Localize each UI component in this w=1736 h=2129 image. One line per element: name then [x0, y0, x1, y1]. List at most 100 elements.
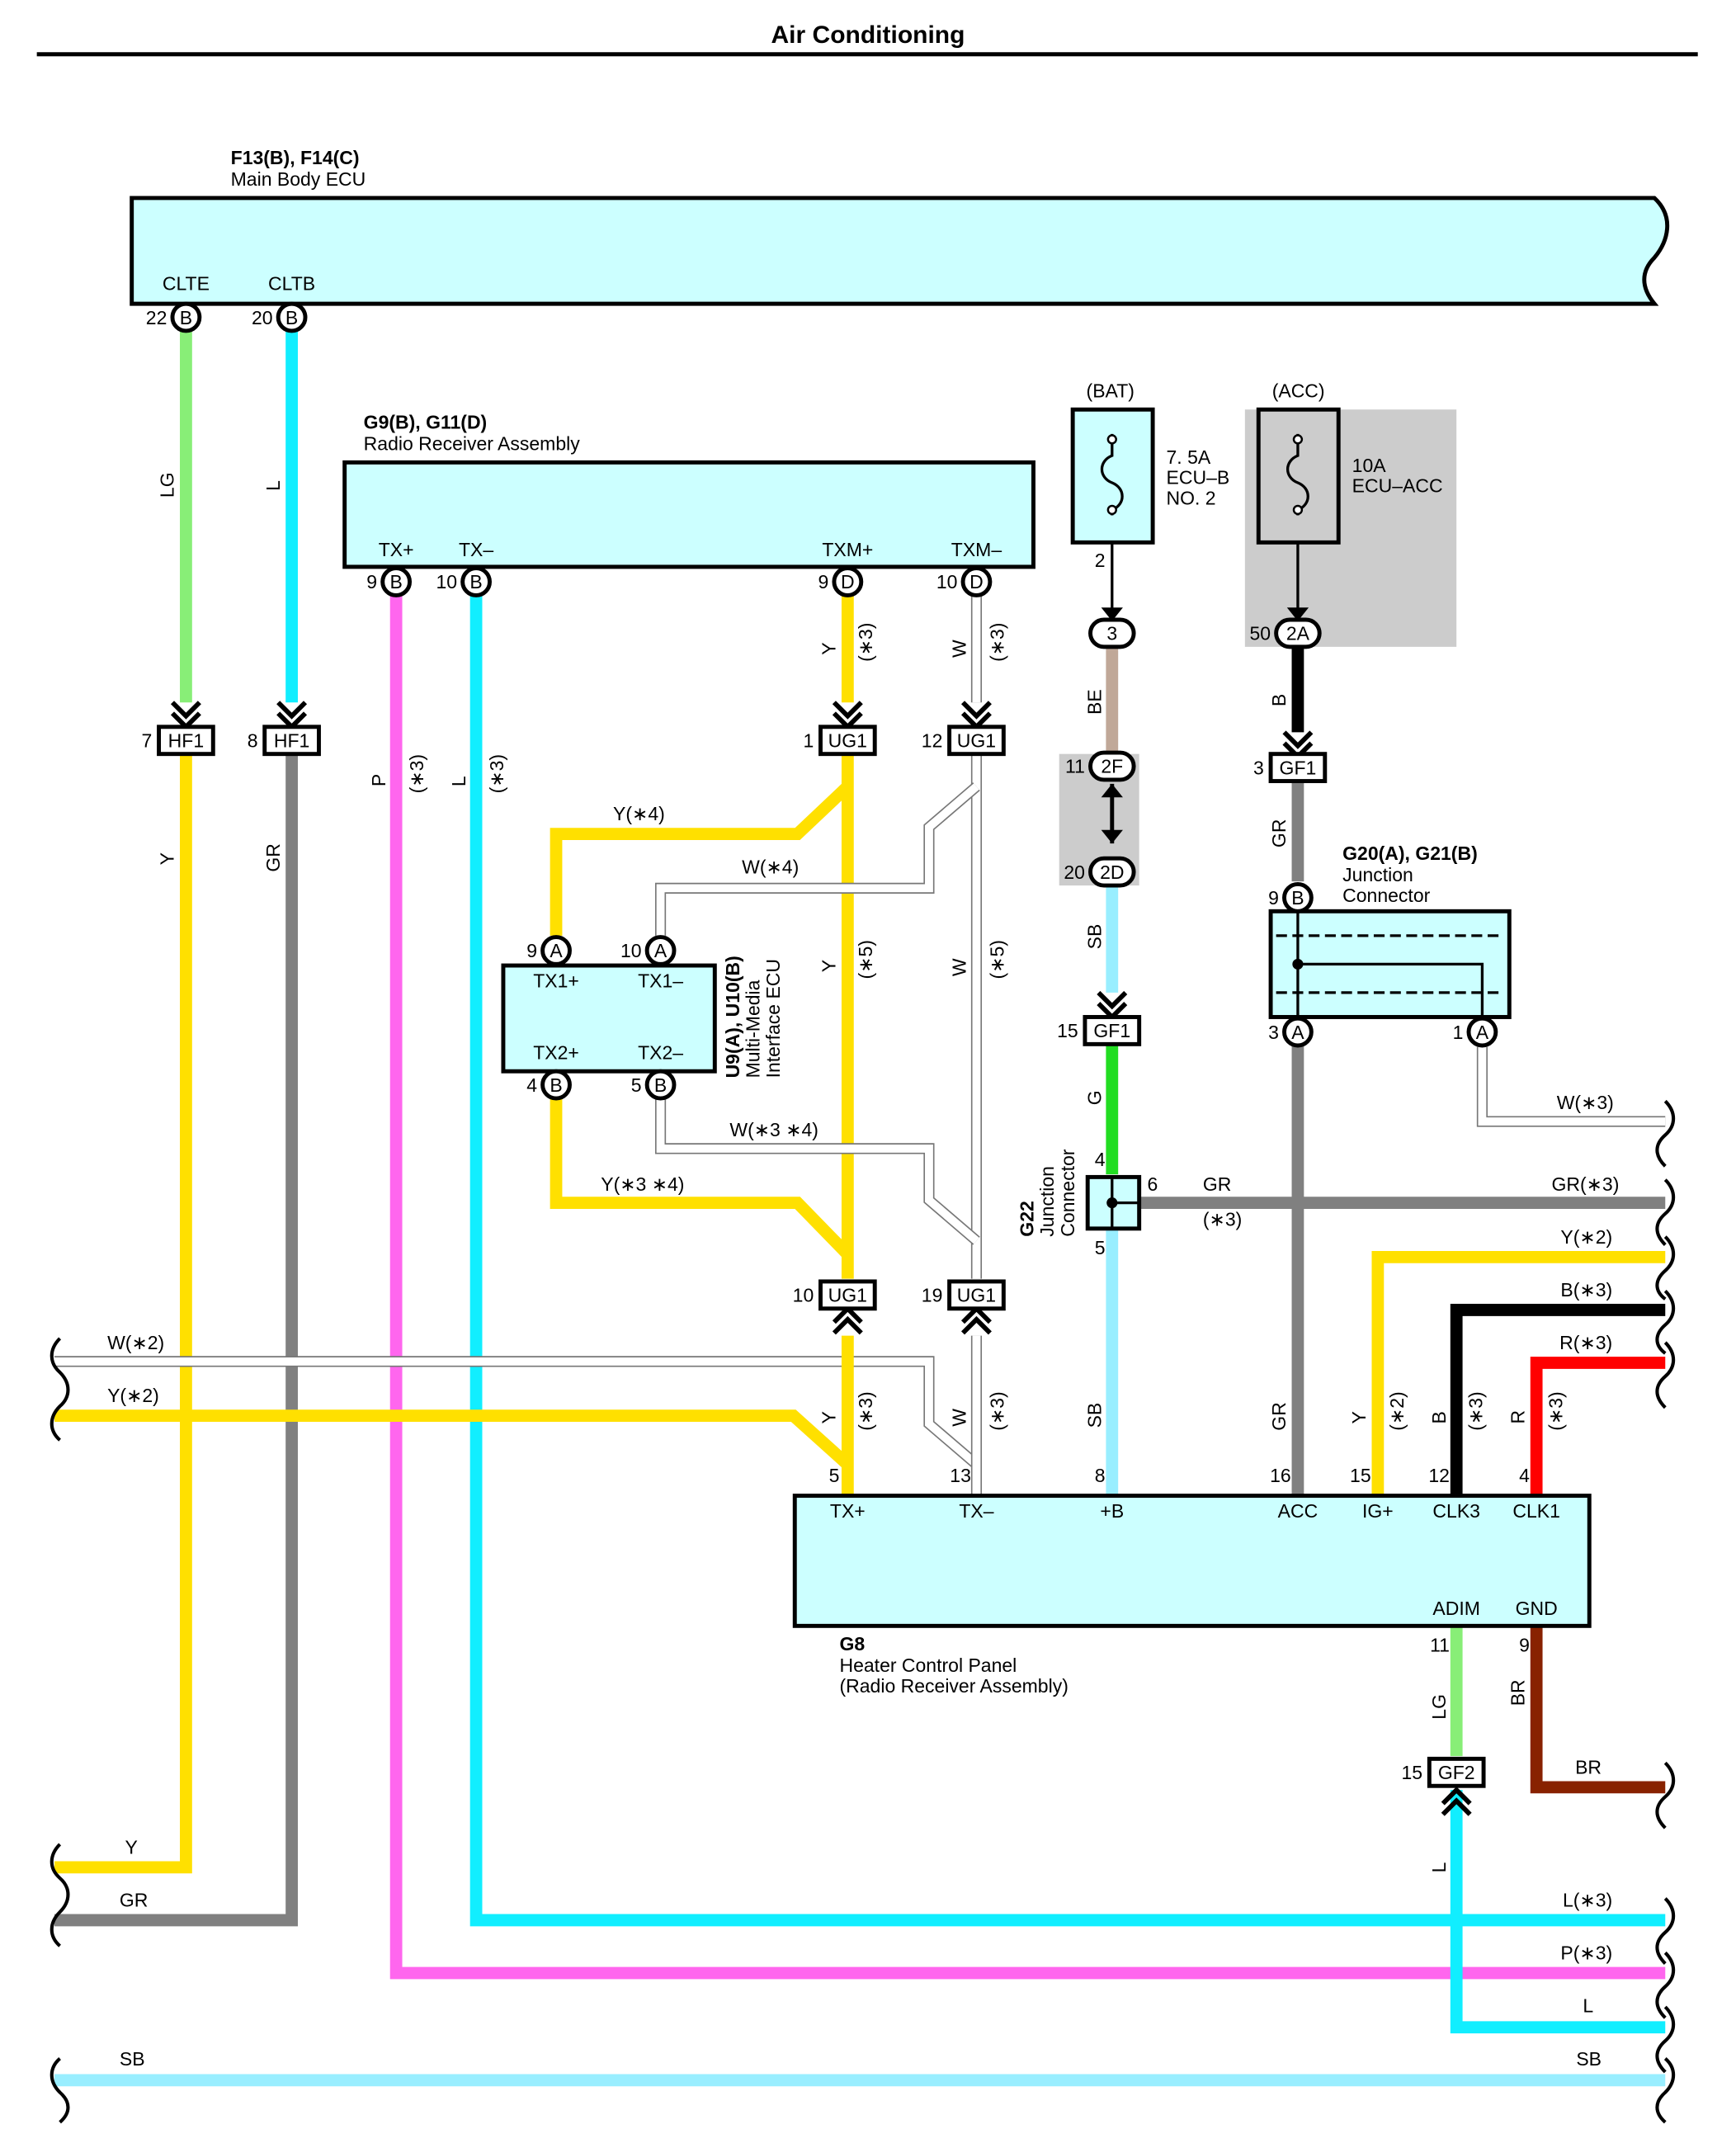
radio-receiver-name: Radio Receiver Assembly: [364, 433, 581, 455]
svg-text:(∗2): (∗2): [1386, 1391, 1408, 1430]
svg-text:W(∗3 ∗4): W(∗3 ∗4): [729, 1119, 818, 1140]
svg-text:20: 20: [252, 307, 273, 328]
svg-text:GR: GR: [1268, 819, 1290, 848]
svg-text:8: 8: [248, 729, 258, 751]
svg-text:(∗5): (∗5): [986, 940, 1007, 979]
heater-panel-box: [792, 1494, 1592, 1628]
svg-text:Y(∗2): Y(∗2): [107, 1385, 159, 1406]
wire-w3: [1478, 1046, 1666, 1126]
pin-hp-clk1: CLK1: [1512, 1500, 1560, 1522]
svg-text:50: 50: [1249, 623, 1271, 644]
wire-br-gnd: [1530, 1626, 1666, 1794]
svg-text:5: 5: [1095, 1237, 1106, 1258]
junction-g22-name1: Junction: [1036, 1166, 1058, 1237]
svg-text:W: W: [948, 958, 969, 976]
svg-text:19: 19: [922, 1285, 943, 1306]
main-body-ecu-code: F13(B), F14(C): [231, 147, 360, 168]
pin-txm: TX–: [459, 539, 493, 560]
svg-text:LG: LG: [157, 472, 178, 498]
pin-hp-txp: TX+: [830, 1500, 866, 1522]
junction-g20-name1: Junction: [1342, 864, 1413, 885]
wire-w34: [656, 1098, 979, 1244]
svg-text:D: D: [969, 571, 984, 592]
svg-text:SB: SB: [120, 2048, 145, 2070]
svg-text:8: 8: [1095, 1465, 1106, 1486]
bat-fuse-line1: 7. 5A: [1167, 446, 1211, 468]
wire-w2: [54, 1357, 979, 1468]
svg-text:16: 16: [1270, 1465, 1291, 1486]
svg-text:B: B: [1428, 1411, 1450, 1423]
svg-text:(∗5): (∗5): [855, 940, 876, 979]
wire-y4: [550, 781, 852, 936]
pin-hp-ig: IG+: [1362, 1500, 1394, 1522]
svg-text:9: 9: [1519, 1635, 1530, 1656]
svg-text:B(∗3): B(∗3): [1560, 1279, 1612, 1301]
svg-text:(∗3): (∗3): [1545, 1391, 1566, 1430]
svg-text:UG1: UG1: [828, 729, 867, 751]
svg-text:Y: Y: [818, 1411, 840, 1423]
svg-text:L(∗3): L(∗3): [1563, 1889, 1612, 1910]
svg-text:W: W: [948, 1409, 969, 1427]
wire-b-clk3: [1450, 1304, 1666, 1494]
svg-text:SB: SB: [1084, 924, 1106, 950]
svg-text:A: A: [654, 940, 668, 961]
svg-text:B: B: [389, 571, 402, 592]
bat-fuse-icon: [1100, 433, 1124, 516]
junction-g20-name2: Connector: [1342, 885, 1430, 906]
svg-text:9: 9: [526, 940, 537, 961]
bat-fuse-line3: NO. 2: [1167, 487, 1216, 508]
svg-text:B: B: [654, 1074, 667, 1096]
pin-tx2p: TX2+: [533, 1041, 579, 1063]
svg-text:12: 12: [1428, 1465, 1450, 1486]
svg-text:4: 4: [1519, 1465, 1530, 1486]
heater-panel-name1: Heater Control Panel: [839, 1655, 1017, 1676]
svg-text:W(∗2): W(∗2): [107, 1332, 164, 1353]
pin-tx1m: TX1–: [638, 970, 683, 991]
svg-text:9: 9: [1268, 887, 1279, 909]
svg-text:B: B: [285, 307, 298, 328]
svg-text:5: 5: [829, 1465, 840, 1486]
svg-text:11: 11: [1430, 1635, 1450, 1656]
svg-text:GR: GR: [1203, 1173, 1232, 1195]
bat-source: (BAT): [1087, 380, 1135, 401]
svg-text:3: 3: [1268, 1022, 1279, 1043]
bat-fuse-line2: ECU–B: [1167, 467, 1230, 489]
svg-text:B: B: [1268, 694, 1290, 706]
svg-text:GR: GR: [120, 1889, 149, 1910]
svg-text:3: 3: [1253, 757, 1264, 778]
svg-text:Y(∗3 ∗4): Y(∗3 ∗4): [601, 1173, 684, 1195]
svg-text:GF1: GF1: [1093, 1020, 1130, 1041]
heater-panel-name2: (Radio Receiver Assembly): [839, 1675, 1068, 1697]
svg-text:6: 6: [1148, 1173, 1158, 1195]
multimedia-ecu-code: U9(A), U10(B): [722, 956, 743, 1078]
svg-text:(∗3): (∗3): [986, 623, 1007, 662]
svg-text:GR(∗3): GR(∗3): [1552, 1173, 1620, 1195]
svg-text:(∗3): (∗3): [1465, 1391, 1486, 1430]
wires: [54, 330, 1666, 2087]
main-body-ecu-box: [130, 196, 1669, 306]
svg-text:P(∗3): P(∗3): [1560, 1943, 1612, 1964]
wire-r-clk1: [1530, 1357, 1666, 1494]
svg-text:B: B: [1291, 887, 1304, 909]
acc-source: (ACC): [1272, 380, 1325, 401]
svg-text:LG: LG: [1428, 1694, 1450, 1720]
svg-text:4: 4: [1095, 1149, 1106, 1170]
svg-text:2F: 2F: [1101, 756, 1123, 777]
svg-text:GF2: GF2: [1438, 1762, 1475, 1783]
svg-text:2: 2: [1095, 550, 1106, 571]
svg-text:3: 3: [1106, 623, 1117, 644]
pin-hp-b: +B: [1100, 1500, 1124, 1522]
svg-text:15: 15: [1402, 1762, 1423, 1783]
junction-g22-name2: Connector: [1057, 1149, 1078, 1236]
svg-text:GF1: GF1: [1280, 757, 1317, 778]
svg-text:Y: Y: [125, 1836, 137, 1858]
svg-text:4: 4: [526, 1074, 537, 1096]
acc-fuse-line2: ECU–ACC: [1352, 475, 1443, 497]
svg-text:SB: SB: [1576, 2048, 1602, 2070]
svg-text:2D: 2D: [1100, 862, 1124, 883]
pin-hp-acc: ACC: [1278, 1500, 1319, 1522]
pin-hp-txm: TX–: [959, 1500, 993, 1522]
pin-txp: TX+: [379, 539, 414, 560]
svg-text:B: B: [469, 571, 482, 592]
